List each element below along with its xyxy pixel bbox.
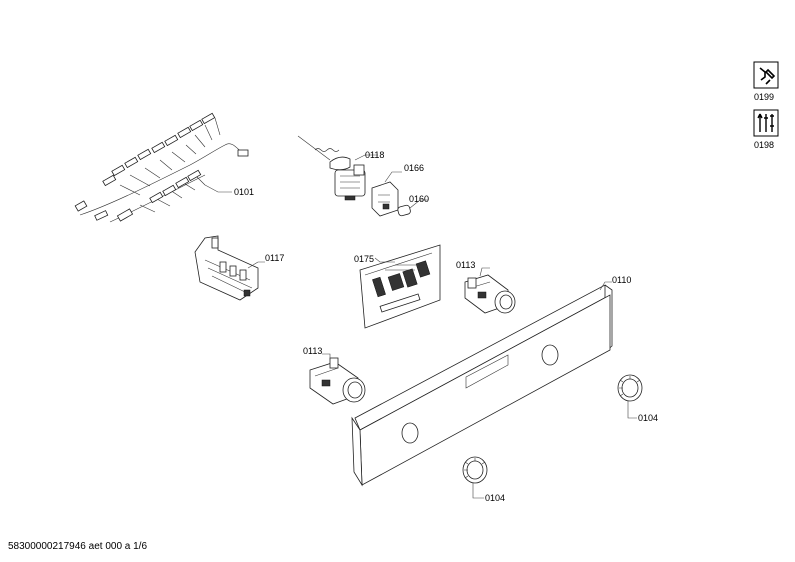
wiring-harness-part[interactable] bbox=[74, 112, 249, 223]
label-harness: 0101 bbox=[234, 187, 254, 197]
selector-switch-left-part[interactable] bbox=[309, 357, 366, 405]
label-knob-ring-bottom: 0104 bbox=[485, 493, 505, 503]
icon-code-0198: 0198 bbox=[754, 140, 774, 150]
label-panel: 0110 bbox=[612, 275, 631, 285]
label-bracket: 0166 bbox=[404, 163, 424, 173]
label-lamp: 0160 bbox=[409, 194, 429, 204]
label-knob-ring-right: 0104 bbox=[638, 413, 658, 423]
selector-switch-right-part[interactable] bbox=[464, 274, 516, 314]
lamp-part[interactable] bbox=[397, 204, 411, 217]
label-control-module: 0175 bbox=[354, 254, 374, 264]
label-switch-right: 0113 bbox=[456, 260, 475, 270]
control-module-part[interactable] bbox=[359, 244, 441, 329]
service-icon-0198[interactable]: 0198 bbox=[753, 109, 779, 150]
wrench-icon bbox=[753, 61, 779, 89]
knob-ring-right-part[interactable] bbox=[617, 374, 643, 402]
service-icon-0199[interactable]: 0199 bbox=[753, 61, 779, 102]
icon-code-0199: 0199 bbox=[754, 92, 774, 102]
label-switch-left: 0113 bbox=[303, 346, 322, 356]
control-panel-part[interactable] bbox=[351, 284, 613, 487]
label-thermostat: 0118 bbox=[365, 150, 384, 160]
thermostat-part[interactable] bbox=[297, 135, 366, 201]
label-terminal-block: 0117 bbox=[265, 253, 284, 263]
knob-ring-bottom-part[interactable] bbox=[462, 456, 488, 484]
terminal-block-part[interactable] bbox=[194, 235, 259, 301]
lamp-bracket-part[interactable] bbox=[371, 181, 399, 217]
document-footer: 58300000217946 aet 000 a 1/6 bbox=[8, 541, 148, 552]
